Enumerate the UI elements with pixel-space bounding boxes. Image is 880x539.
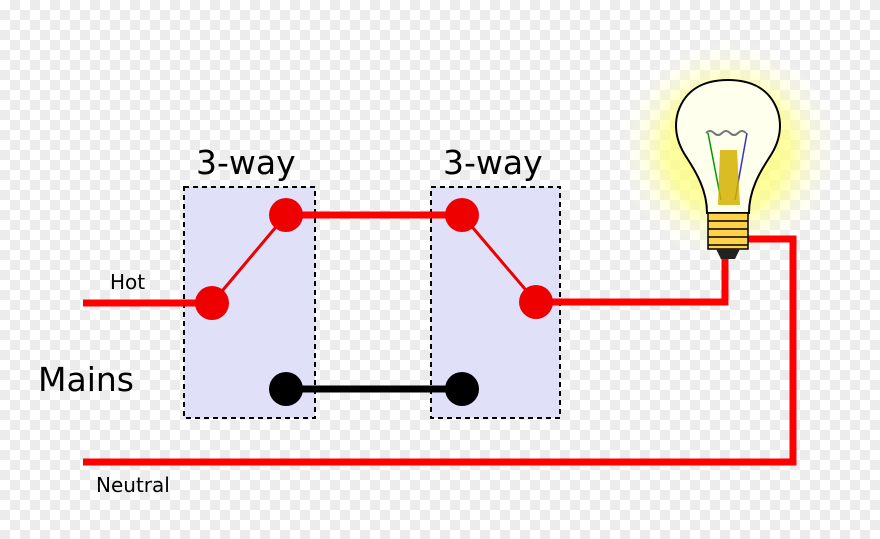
lightbulb-icon bbox=[675, 78, 781, 259]
mains-label: Mains bbox=[38, 360, 134, 399]
switch1-lever bbox=[210, 214, 288, 304]
switch1-common-terminal bbox=[195, 286, 229, 320]
switch1-traveler-top-terminal bbox=[269, 198, 303, 232]
switched-hot-wire bbox=[536, 256, 729, 306]
neutral-wire bbox=[83, 235, 797, 466]
switch2-common-terminal bbox=[519, 285, 553, 319]
neutral-label: Neutral bbox=[96, 473, 170, 497]
switch1-traveler-bottom-terminal bbox=[269, 372, 303, 406]
switch2-traveler-top-terminal bbox=[445, 198, 479, 232]
switch2-lever bbox=[460, 214, 538, 303]
hot-label: Hot bbox=[110, 270, 146, 294]
switch1-title: 3-way bbox=[196, 143, 296, 182]
switch2-title: 3-way bbox=[443, 143, 543, 182]
switch2-traveler-bottom-terminal bbox=[445, 372, 479, 406]
